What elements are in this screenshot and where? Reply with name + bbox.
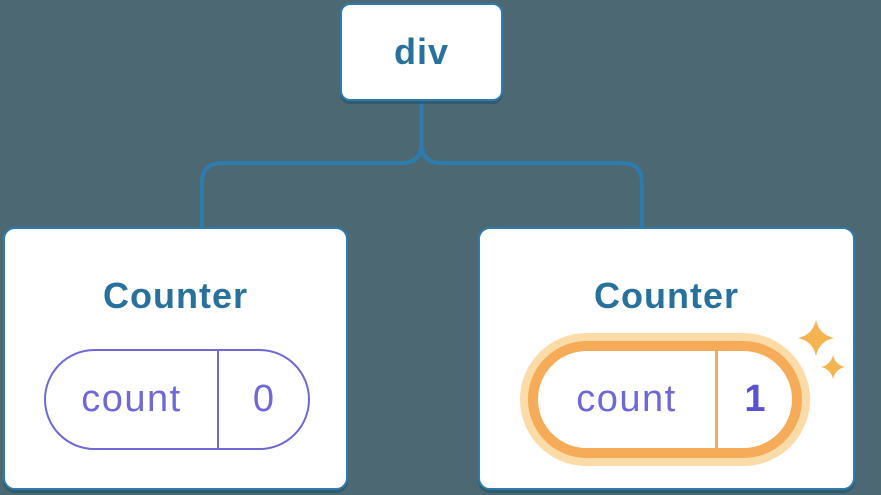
counter-node-right: Counter count 1 [478,227,855,490]
state-value-segment: 1 [718,351,792,448]
counter-title: Counter [103,275,248,316]
sparkle-small [821,355,845,379]
sparkles-icon [798,320,845,379]
counter-node-left: Counter count 0 [3,227,348,490]
connector-right-branch [419,101,644,227]
state-pill-highlighted: count 1 [528,341,802,458]
root-node-label: div [393,31,449,72]
state-key-label: count [576,378,677,420]
sparkle-large [798,320,834,356]
root-node: div [340,3,503,101]
state-key-segment: count [538,351,718,448]
connector-left-branch [200,101,424,227]
counter-title: Counter [594,275,739,316]
state-key-label: count [81,378,182,420]
state-key-segment: count [46,351,219,448]
state-pill: count 0 [44,349,310,450]
state-value: 0 [252,378,275,420]
state-value: 1 [744,378,766,420]
state-value-segment: 0 [219,351,308,448]
